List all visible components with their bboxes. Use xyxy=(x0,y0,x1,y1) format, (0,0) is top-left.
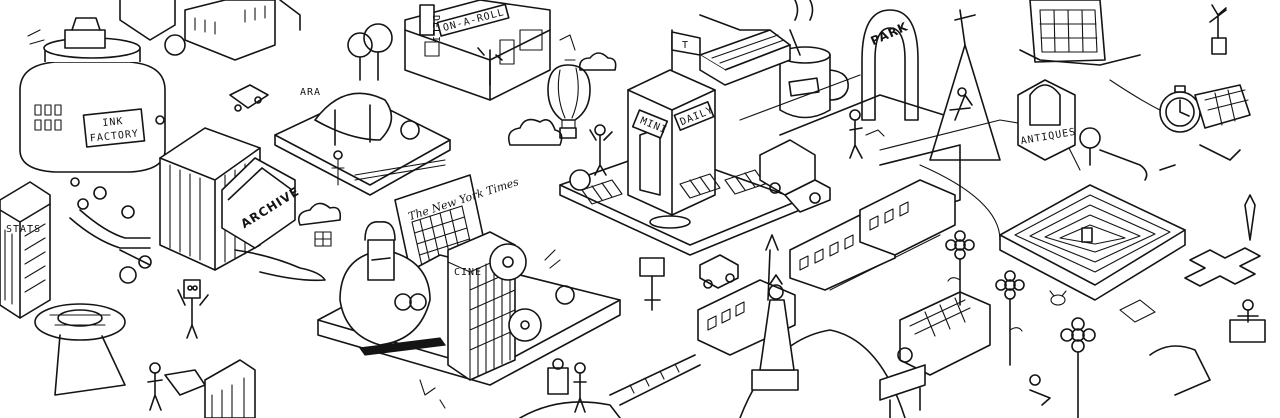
tablet-device xyxy=(1019,0,1141,66)
cine-label: CINE xyxy=(454,267,482,278)
t-logo: T xyxy=(682,40,689,51)
train xyxy=(609,179,956,406)
deli-label: DELI xyxy=(430,15,441,43)
ink-factory-jar: INK FACTORY xyxy=(19,17,166,173)
stopwatch xyxy=(1159,84,1251,133)
mini-daily-tower: MINI DAILY T xyxy=(559,29,801,256)
antiques-shop: ANTIQUES xyxy=(1017,79,1101,166)
solar-cabins xyxy=(879,291,991,418)
crossword-grid xyxy=(411,205,473,267)
hot-air-balloon xyxy=(547,64,591,139)
cine-block: CINE xyxy=(317,221,621,409)
bottom-left-figures xyxy=(147,359,256,418)
connector-wires xyxy=(919,79,1161,241)
scattered-dots xyxy=(70,115,165,219)
delivery-truck xyxy=(759,139,831,213)
triangle-mountain xyxy=(929,9,1001,161)
maze xyxy=(999,184,1186,301)
ink-factory-label-1: INK xyxy=(102,116,124,129)
top-right-figure xyxy=(1209,4,1227,55)
ink-pipe xyxy=(69,209,152,284)
clouds xyxy=(297,52,617,226)
archive-building: ARCHIVE xyxy=(159,127,332,282)
ufo xyxy=(34,303,126,396)
stats-label: STATS xyxy=(6,224,41,235)
robot-figure xyxy=(177,279,209,339)
cross-shapes xyxy=(1184,194,1261,287)
coffee-mug xyxy=(779,0,849,119)
laptop xyxy=(699,14,791,86)
stats-building: STATS xyxy=(0,181,51,319)
bottom-center-figures xyxy=(519,358,621,418)
ara-label: ARA xyxy=(300,87,321,98)
ink-factory-windows xyxy=(34,104,62,131)
deli-on-a-roll: DELI ON-A-ROLL xyxy=(404,0,576,101)
signpost-figure xyxy=(639,257,665,311)
ara-park: ARA xyxy=(229,23,451,196)
top-left-buildings xyxy=(119,0,301,61)
mini-daily-solar-grids xyxy=(581,169,766,205)
small-car xyxy=(699,254,739,289)
flowers xyxy=(945,230,1096,418)
ink-factory-label-2: FACTORY xyxy=(89,128,139,144)
right-edge-figures xyxy=(1029,144,1266,406)
